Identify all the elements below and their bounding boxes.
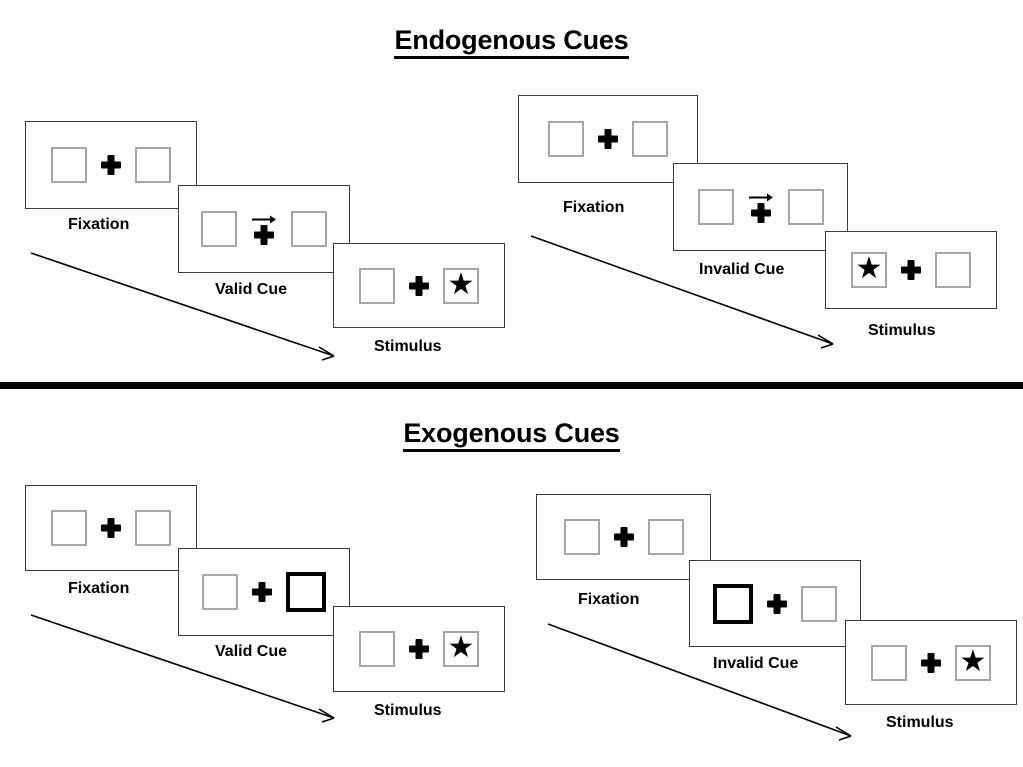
left-placeholder-box xyxy=(51,510,87,546)
panel-endogenous-valid-stimulus[interactable]: ★ xyxy=(333,243,505,328)
panel-content xyxy=(202,572,326,612)
panel-endogenous-invalid-fixation[interactable] xyxy=(518,95,698,183)
section-title-endogenous-text: Endogenous Cues xyxy=(394,25,629,59)
caption-endogenous-valid-stimulus: Stimulus xyxy=(374,338,442,355)
arrow-right-icon xyxy=(748,193,773,201)
right-target-box: ★ xyxy=(955,644,991,681)
left-placeholder-box xyxy=(201,211,237,247)
section-title-exogenous-text: Exogenous Cues xyxy=(403,418,620,452)
panel-content: ★ xyxy=(359,631,479,667)
left-placeholder-box xyxy=(51,147,87,183)
caption-exogenous-invalid-stimulus: Stimulus xyxy=(886,714,954,731)
caption-endogenous-invalid-fixation: Fixation xyxy=(563,199,625,216)
panel-content xyxy=(51,510,171,546)
right-placeholder-box xyxy=(632,121,668,157)
panel-exogenous-valid-fixation[interactable] xyxy=(25,485,197,571)
flow-arrow-exogenous-valid xyxy=(30,614,335,723)
flow-arrow-endogenous-invalid xyxy=(530,235,834,349)
caption-endogenous-valid-cue: Valid Cue xyxy=(215,281,288,298)
panel-content xyxy=(563,519,684,555)
fixation-cross-icon xyxy=(901,260,921,280)
left-placeholder-box xyxy=(871,644,907,681)
panel-content: ★ xyxy=(851,252,971,288)
left-placeholder-box xyxy=(697,189,734,225)
section-divider xyxy=(0,382,1023,389)
panel-endogenous-valid-cue[interactable] xyxy=(178,185,350,273)
right-cued-box xyxy=(286,572,326,612)
right-target-box: ★ xyxy=(443,267,479,304)
centre-cue-stack xyxy=(748,192,774,223)
arrow-right-icon xyxy=(252,215,276,223)
panel-exogenous-invalid-cue[interactable] xyxy=(689,560,861,647)
star-target-icon: ★ xyxy=(959,644,987,678)
panel-content: ★ xyxy=(359,267,479,304)
centre-cue-stack xyxy=(251,214,277,245)
fixation-cross-icon xyxy=(409,276,429,296)
fixation-cross-icon xyxy=(767,594,787,614)
right-placeholder-box xyxy=(801,585,837,622)
panel-content xyxy=(713,583,837,624)
panel-exogenous-invalid-fixation[interactable] xyxy=(536,494,711,580)
caption-exogenous-valid-stimulus: Stimulus xyxy=(374,702,442,719)
panel-endogenous-invalid-stimulus[interactable]: ★ xyxy=(825,231,997,309)
fixation-cross-icon xyxy=(101,155,121,175)
panel-endogenous-valid-fixation[interactable] xyxy=(25,121,197,209)
fixation-cross-icon xyxy=(409,639,429,659)
right-target-box: ★ xyxy=(443,631,479,667)
section-title-endogenous: Endogenous Cues xyxy=(0,25,1023,59)
left-placeholder-box xyxy=(202,574,238,610)
caption-endogenous-invalid-stimulus: Stimulus xyxy=(868,322,936,339)
panel-content xyxy=(201,211,327,247)
panel-exogenous-valid-stimulus[interactable]: ★ xyxy=(333,606,505,692)
fixation-cross-icon xyxy=(751,203,771,223)
left-placeholder-box xyxy=(359,267,395,304)
right-placeholder-box xyxy=(135,510,171,546)
section-title-exogenous: Exogenous Cues xyxy=(0,418,1023,452)
caption-exogenous-valid-fixation: Fixation xyxy=(68,580,130,597)
star-target-icon: ★ xyxy=(447,267,475,301)
caption-exogenous-invalid-cue: Invalid Cue xyxy=(713,655,799,672)
flow-arrow-exogenous-invalid xyxy=(547,623,852,741)
right-placeholder-box xyxy=(647,519,684,555)
left-target-box: ★ xyxy=(851,252,887,288)
fixation-cross-icon xyxy=(598,129,618,149)
left-placeholder-box xyxy=(563,519,600,555)
fixation-cross-icon xyxy=(252,582,272,602)
right-placeholder-box xyxy=(787,189,824,225)
panel-content xyxy=(548,121,668,157)
star-target-icon: ★ xyxy=(855,252,883,285)
fixation-cross-icon xyxy=(254,225,274,245)
caption-endogenous-valid-fixation: Fixation xyxy=(68,216,130,233)
right-placeholder-box xyxy=(135,147,171,183)
right-placeholder-box xyxy=(935,252,971,288)
fixation-cross-icon xyxy=(614,527,634,547)
left-placeholder-box xyxy=(548,121,584,157)
caption-exogenous-valid-cue: Valid Cue xyxy=(215,643,288,660)
flow-arrow-endogenous-valid xyxy=(30,252,335,361)
caption-exogenous-invalid-fixation: Fixation xyxy=(578,591,640,608)
left-cued-box xyxy=(713,583,753,624)
panel-content xyxy=(697,189,824,225)
panel-exogenous-valid-cue[interactable] xyxy=(178,548,350,636)
panel-content xyxy=(51,147,171,183)
panel-exogenous-invalid-stimulus[interactable]: ★ xyxy=(845,620,1017,705)
right-placeholder-box xyxy=(291,211,327,247)
panel-content: ★ xyxy=(871,644,991,681)
fixation-cross-icon xyxy=(101,518,121,538)
caption-endogenous-invalid-cue: Invalid Cue xyxy=(699,261,785,278)
left-placeholder-box xyxy=(359,631,395,667)
star-target-icon: ★ xyxy=(447,631,475,664)
fixation-cross-icon xyxy=(921,653,941,673)
panel-endogenous-invalid-cue[interactable] xyxy=(673,163,848,251)
